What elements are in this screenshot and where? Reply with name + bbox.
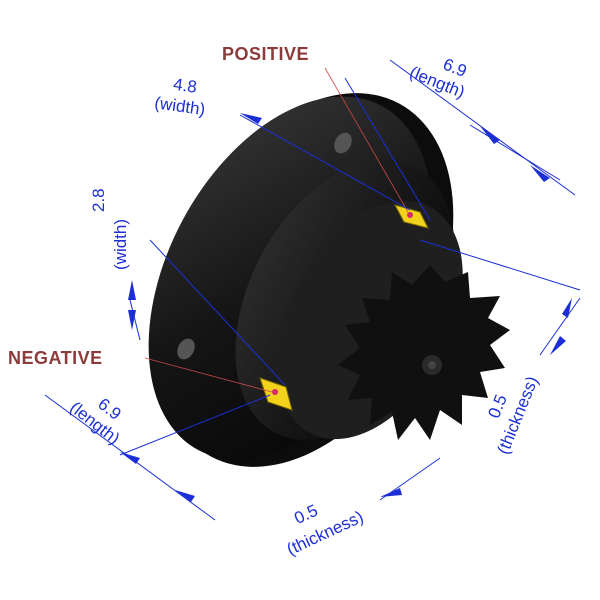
positive-leader <box>324 67 409 213</box>
dim-value: 4.8 <box>172 75 198 97</box>
negative-terminal <box>259 377 293 411</box>
dim-unit: (width) <box>153 93 206 119</box>
positive-label: POSITIVE <box>222 44 309 64</box>
dim-right-thickness: 0.5 (thickness) <box>484 374 542 457</box>
dim-top-length: 6.9 (length) <box>407 55 469 102</box>
dim-value: 0.5 <box>291 501 320 528</box>
negative-label: NEGATIVE <box>8 348 103 368</box>
dim-top-width: 4.8 (width) <box>153 75 206 119</box>
dim-bottom-length: 6.9 (length) <box>66 394 124 448</box>
dimension-lines <box>44 59 581 521</box>
negative-leader <box>144 357 273 393</box>
dim-unit: (width) <box>111 219 130 270</box>
dim-value: 2.8 <box>89 188 108 212</box>
mounting-hole-top <box>334 132 352 154</box>
dim-side-width: 2.8 (width) <box>89 188 130 270</box>
positive-terminal <box>394 204 429 229</box>
gear-head <box>338 265 510 440</box>
mounting-hole-bottom <box>177 338 195 360</box>
dim-bottom-thickness: 0.5 (thickness) <box>284 501 367 559</box>
